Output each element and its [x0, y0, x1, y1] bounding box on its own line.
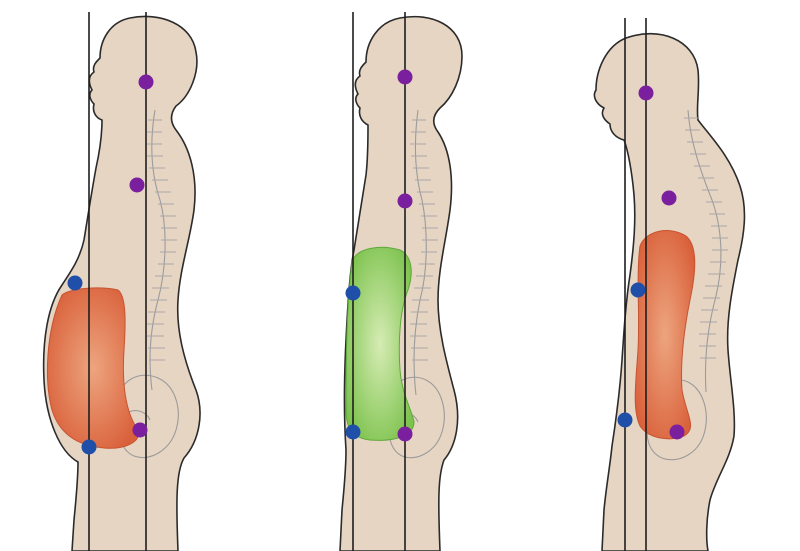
figure-middle — [339, 12, 463, 551]
landmark-shoulder-right — [661, 190, 677, 206]
spine-right — [684, 109, 728, 393]
abdominal-region-right — [634, 230, 696, 440]
abdominal-region-middle — [345, 246, 415, 441]
landmark-shoulder-left — [129, 177, 145, 193]
landmark-hip-right — [669, 424, 685, 440]
spine-left — [146, 109, 177, 391]
landmark-ear-right — [638, 85, 654, 101]
landmark-hip-left — [132, 422, 148, 438]
body-silhouette-left — [42, 15, 201, 551]
landmark-ear-left — [138, 74, 154, 90]
landmark-chest-right — [630, 282, 646, 298]
figure-right — [593, 18, 746, 551]
figure-left — [42, 12, 201, 551]
landmark-ear-middle — [397, 69, 413, 85]
spine-middle — [410, 109, 438, 396]
landmark-shoulder-middle — [397, 193, 413, 209]
landmark-hip-middle — [397, 426, 413, 442]
landmark-pubis-left — [81, 439, 97, 455]
landmark-chest-middle — [345, 285, 361, 301]
landmark-pubis-right — [617, 412, 633, 428]
landmark-chest-left — [67, 275, 83, 291]
landmark-pubis-middle — [345, 424, 361, 440]
